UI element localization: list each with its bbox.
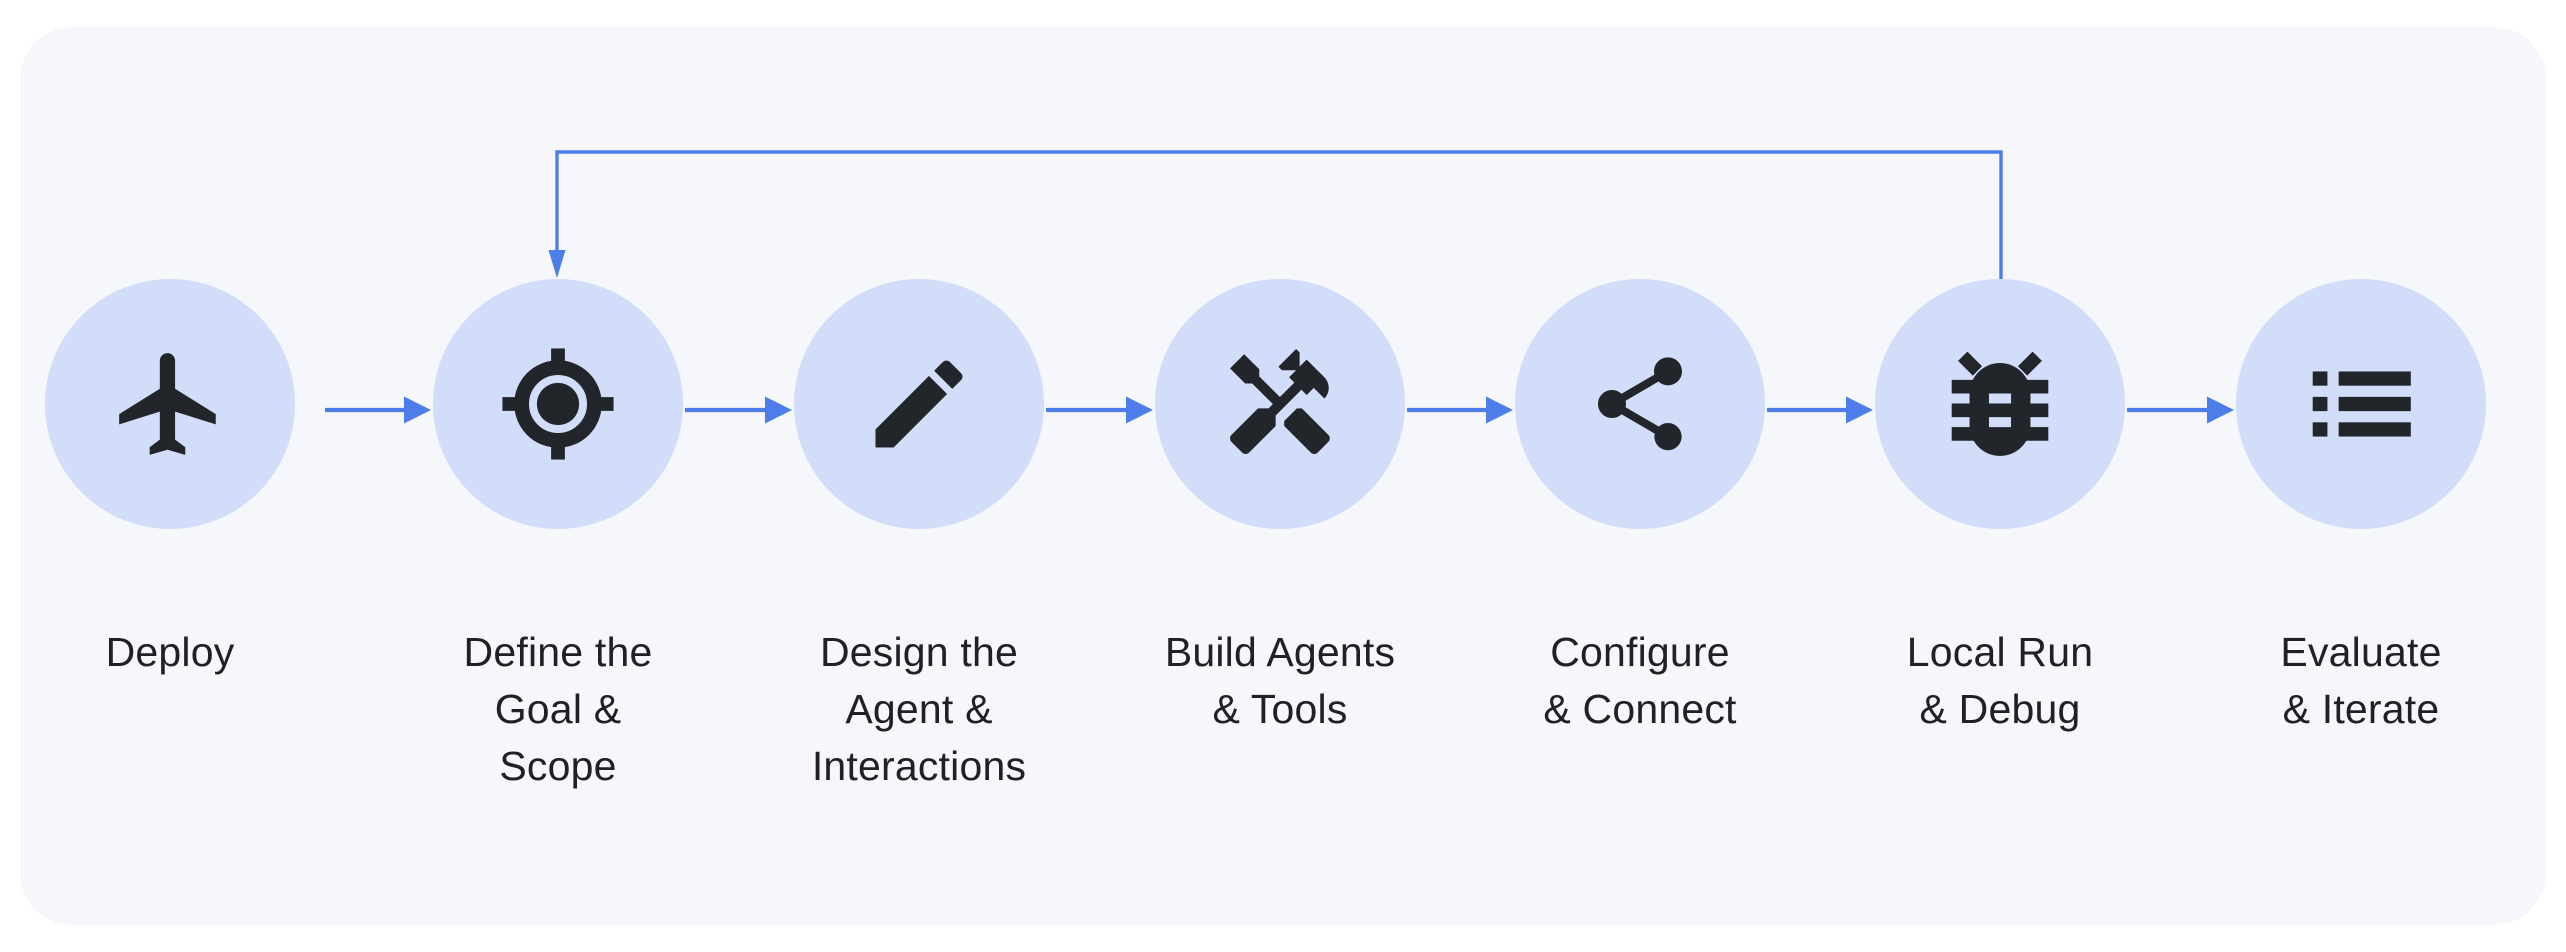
step-deploy: Deploy bbox=[0, 279, 340, 681]
step-configure-connect: Configure & Connect bbox=[1470, 279, 1810, 738]
step-label: Evaluate & Iterate bbox=[2280, 629, 2442, 732]
airplane-icon bbox=[119, 353, 216, 455]
pencil-icon bbox=[875, 360, 963, 448]
step-circle bbox=[1515, 279, 1765, 529]
step-circle bbox=[433, 279, 683, 529]
step-define-goal: Define the Goal & Scope bbox=[388, 279, 728, 795]
step-circle bbox=[1875, 279, 2125, 529]
step-circle bbox=[45, 279, 295, 529]
step-circle bbox=[794, 279, 1044, 529]
tools-icon bbox=[1230, 349, 1330, 455]
share-icon bbox=[1598, 357, 1682, 451]
step-design-agent: Design the Agent & Interactions bbox=[749, 279, 1089, 795]
target-icon bbox=[502, 348, 614, 460]
step-label: Define the Goal & Scope bbox=[463, 629, 653, 789]
step-local-run-debug: Local Run & Debug bbox=[1830, 279, 2170, 738]
list-icon bbox=[2312, 371, 2411, 437]
step-circle bbox=[2236, 279, 2486, 529]
step-label: Deploy bbox=[105, 629, 235, 675]
step-label: Configure & Connect bbox=[1543, 629, 1737, 732]
step-label: Local Run & Debug bbox=[1906, 629, 2094, 732]
step-label: Build Agents & Tools bbox=[1164, 629, 1396, 732]
step-build-agents: Build Agents & Tools bbox=[1110, 279, 1450, 738]
step-circle bbox=[1155, 279, 1405, 529]
step-label: Design the Agent & Interactions bbox=[811, 629, 1027, 789]
step-evaluate-iterate: Evaluate & Iterate bbox=[2191, 279, 2531, 738]
bug-icon bbox=[1937, 341, 2063, 467]
